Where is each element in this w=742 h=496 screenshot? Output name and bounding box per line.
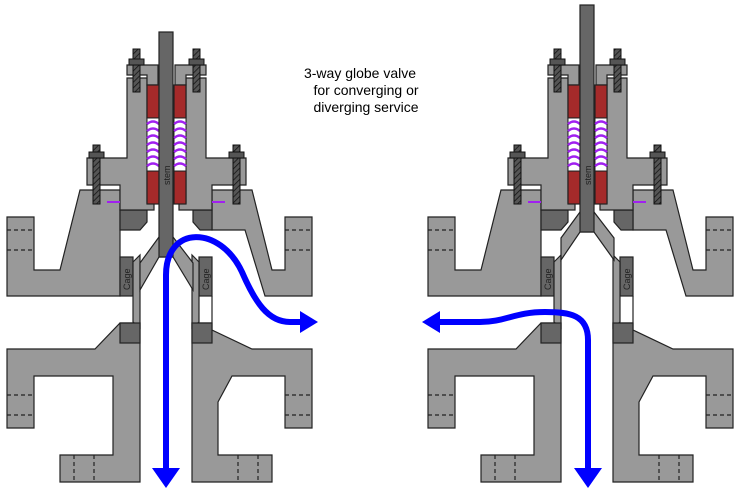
arrowhead-right-icon <box>300 311 318 333</box>
cage-label: Cage <box>543 268 553 290</box>
title-line-1: 3-way globe valve <box>304 65 416 81</box>
left-flow-arrow <box>163 234 300 468</box>
diagram-title: 3-way globe valve for converging or dive… <box>304 65 419 115</box>
right-valve-stem <box>579 4 595 233</box>
cage-label: Cage <box>122 268 132 290</box>
title-line-3: diverging service <box>313 99 418 115</box>
arrowhead-down-icon <box>152 468 180 488</box>
title-line-2: for converging or <box>313 82 418 98</box>
stem-label: stem <box>583 165 593 185</box>
cage-label: Cage <box>622 268 632 290</box>
left-valve: stem Cage Cage <box>5 31 318 488</box>
right-flow-arrow <box>440 308 591 468</box>
arrowhead-left-icon <box>422 311 440 333</box>
left-valve-stem <box>158 31 174 258</box>
stem-label: stem <box>162 165 172 185</box>
right-valve: stem Cage Cage <box>422 4 735 488</box>
arrowhead-down-icon <box>574 468 602 488</box>
cage-label: Cage <box>201 268 211 290</box>
